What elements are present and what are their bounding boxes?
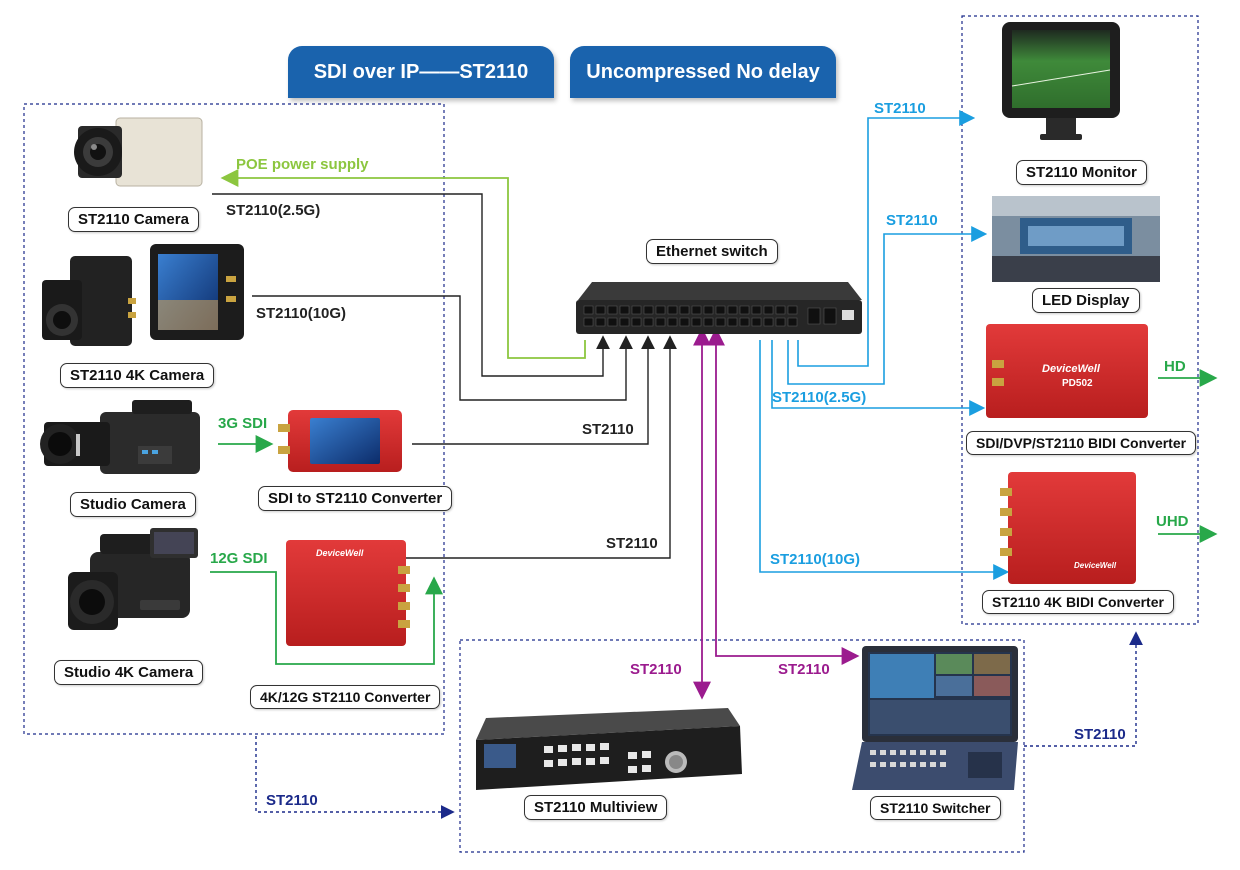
- label-st2110-monitor: ST2110 Monitor: [1016, 160, 1147, 185]
- conn-poe: POE power supply: [236, 156, 369, 173]
- bidi-4k-brand: DeviceWell: [1074, 561, 1117, 570]
- conn-camera4k-link: ST2110(10G): [256, 305, 347, 322]
- banner-uncompressed: Uncompressed No delay: [570, 46, 836, 98]
- conn-sdi3g: 3G SDI: [218, 415, 268, 432]
- converter-4k-brand: DeviceWell: [316, 548, 364, 558]
- label-bidi-4k-converter: ST2110 4K BIDI Converter: [982, 590, 1174, 614]
- poe-line: [220, 169, 586, 359]
- bidi-4k-converter-image: DeviceWell: [1000, 472, 1136, 584]
- conn-to-led: ST2110: [886, 212, 938, 229]
- conn-to-multiview: ST2110: [630, 661, 682, 678]
- conn-left-to-multiview: ST2110: [266, 792, 318, 809]
- label-ethernet-switch: Ethernet switch: [646, 239, 778, 264]
- left-to-multiview-line: [255, 736, 455, 819]
- camera-group-box: [23, 103, 445, 735]
- camera4k-link-line: [252, 295, 633, 401]
- conn-hd-out: HD: [1164, 358, 1186, 375]
- conn-switcher-to-right: ST2110: [1074, 726, 1126, 743]
- label-multiview: ST2110 Multiview: [524, 795, 668, 820]
- conn-sdi12g: 12G SDI: [210, 550, 268, 567]
- switcher-to-right-line: [1024, 631, 1143, 747]
- label-studio-4k-camera: Studio 4K Camera: [54, 660, 204, 685]
- converter-link-line: [412, 335, 655, 445]
- label-st2110-4k-camera: ST2110 4K Camera: [60, 363, 215, 388]
- studio-camera-image: [40, 400, 200, 474]
- conn-camera-link: ST2110(2.5G): [226, 202, 321, 219]
- st2110-4k-camera-image: [42, 244, 244, 346]
- sdi-converter-image: [278, 410, 402, 472]
- conn-to-monitor: ST2110: [874, 100, 926, 117]
- label-led-display: LED Display: [1032, 288, 1140, 313]
- converter-4k-image: DeviceWell: [286, 540, 410, 646]
- bidi-converter-image: DeviceWell PD502: [986, 324, 1148, 418]
- conn-converter4k-link: ST2110: [606, 535, 658, 552]
- ethernet-switch-image: [576, 282, 862, 334]
- label-st2110-camera: ST2110 Camera: [68, 207, 199, 232]
- conn-converter-link: ST2110: [582, 421, 634, 438]
- led-display-image: [992, 196, 1160, 282]
- banner-sdi-over-ip: SDI over IP——ST2110: [288, 46, 554, 98]
- bidi-brand: DeviceWell: [1042, 363, 1101, 375]
- conn-to-switcher: ST2110: [778, 661, 830, 678]
- label-switcher: ST2110 Switcher: [870, 796, 1001, 820]
- switcher-image: [852, 646, 1018, 790]
- multiview-image: [476, 708, 742, 790]
- studio-4k-camera-image: [68, 528, 198, 630]
- conn-uhd-out: UHD: [1156, 513, 1189, 530]
- st2110-camera-image: [74, 117, 203, 187]
- sdi12g-line: [210, 571, 443, 665]
- label-sdi-converter: SDI to ST2110 Converter: [258, 486, 453, 511]
- conn-to-bidi: ST2110(2.5G): [772, 389, 867, 406]
- camera-link-line: [212, 193, 610, 377]
- bidi-model: PD502: [1062, 378, 1093, 389]
- display-group-box: [961, 15, 1199, 625]
- bidi4k-line: [759, 340, 1010, 580]
- label-studio-camera: Studio Camera: [70, 492, 196, 517]
- label-4k-converter: 4K/12G ST2110 Converter: [250, 685, 441, 709]
- st2110-monitor-image: [1002, 22, 1120, 140]
- conn-to-bidi4k: ST2110(10G): [770, 551, 861, 568]
- switcher-line: [707, 327, 860, 665]
- converter4k-link-line: [404, 335, 677, 559]
- label-bidi-converter: SDI/DVP/ST2110 BIDI Converter: [966, 431, 1197, 455]
